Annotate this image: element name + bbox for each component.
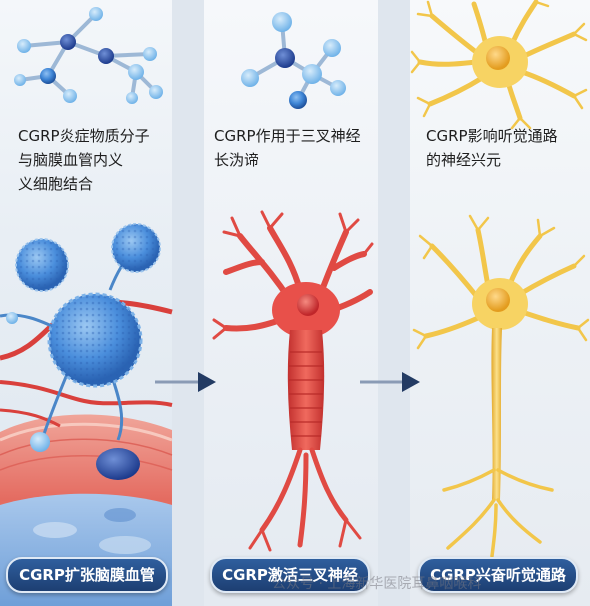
arrow-right-icon (360, 372, 420, 392)
caption-panel-1: CGRP炎症物质分子 与脑膜血管内义 义细胞结合 (18, 127, 150, 193)
label-pill-auditory: CGRP兴奋听觉通路 (418, 557, 578, 593)
caption-panel-3: CGRP影响听觉通路 的神经兴元 (426, 127, 558, 169)
arrow-right-icon (155, 372, 216, 392)
neuron-icon (212, 210, 374, 552)
neuron-icon (410, 0, 588, 130)
panel-gap (172, 0, 204, 606)
cell-icon (0, 223, 161, 480)
neuron-icon (412, 214, 590, 558)
watermark: 公众号 · 上海新华医院耳鼻咽喉科 (272, 576, 482, 592)
molecule-icon (14, 7, 163, 104)
panel-gap (378, 0, 410, 606)
caption-panel-2: CGRP作用于三叉神经 长沩谛 (214, 127, 361, 169)
label-pill-vessel: CGRP扩张脑膜血管 (6, 557, 168, 593)
molecule-icon (241, 12, 346, 109)
label-pill-trigeminal: CGRP激活三叉神经 (210, 557, 370, 593)
